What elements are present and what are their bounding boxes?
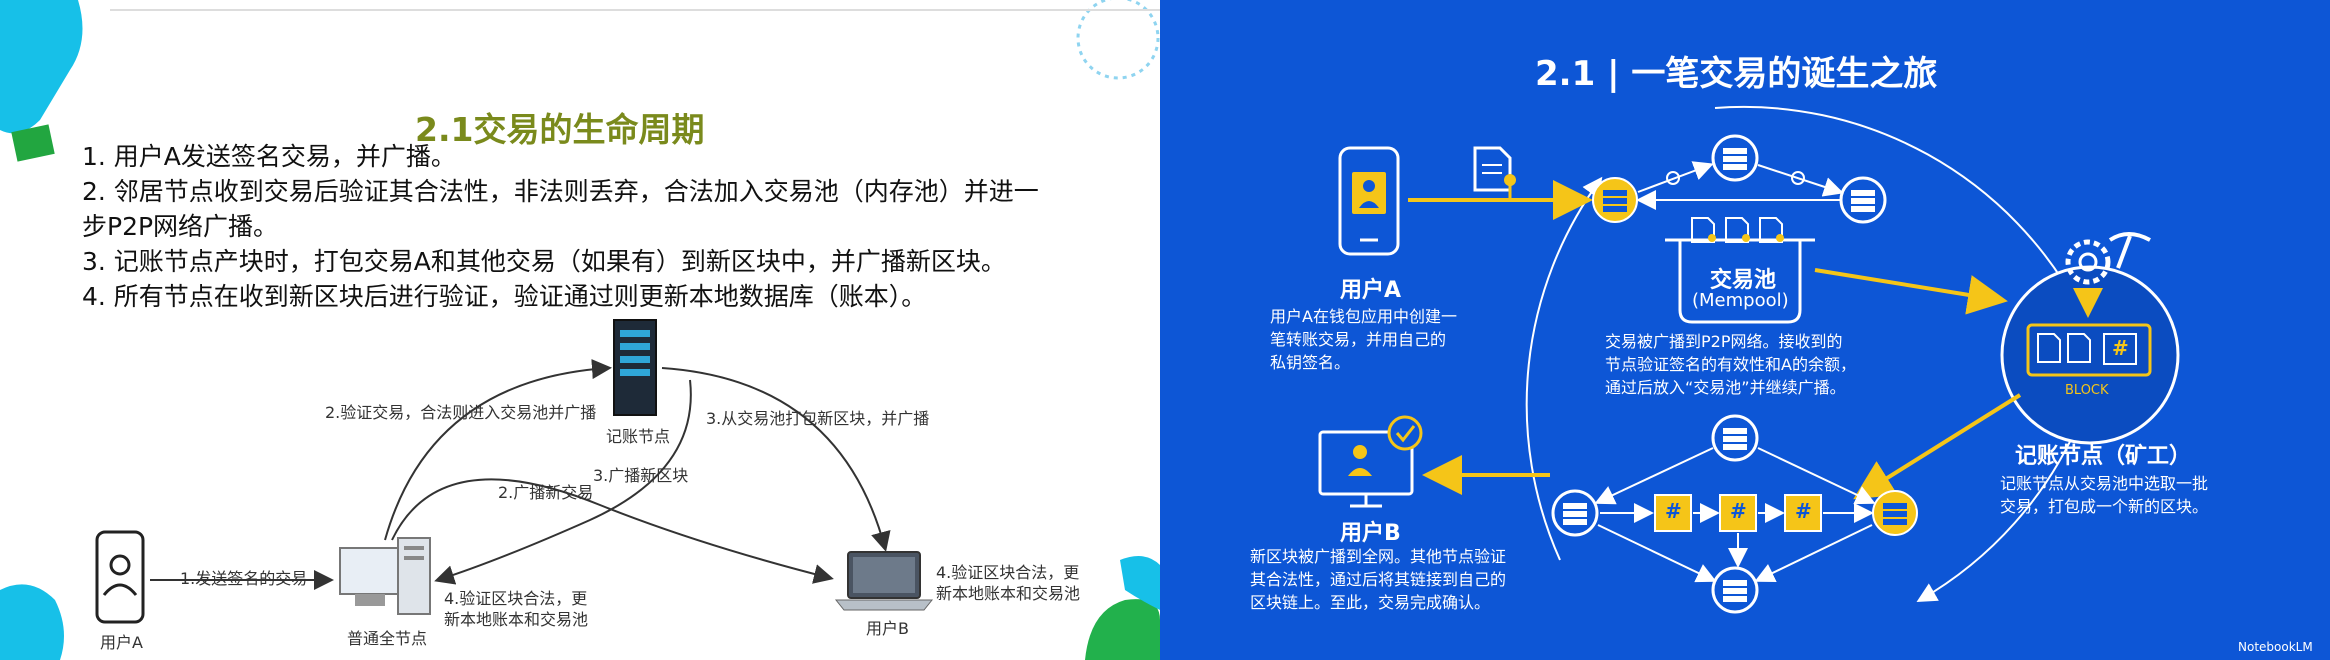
edge-broadcast-tx xyxy=(391,478,834,584)
chain-block-2-symbol: # xyxy=(1730,499,1747,523)
slide-title: 2.1交易的生命周期 xyxy=(415,110,705,149)
chain-block-3 xyxy=(1784,494,1822,532)
gear-icon xyxy=(2065,239,2111,285)
slide-title: 2.1 | 一笔交易的诞生之旅 xyxy=(1535,54,1938,94)
green-square-top-left xyxy=(11,124,55,162)
chain-block-3-symbol: # xyxy=(1795,499,1812,523)
block-hash-symbol: # xyxy=(2112,336,2129,360)
miner-desc-2: 交易，打包成一个新的区块。 xyxy=(2000,497,2209,516)
step-2-continued: 步P2P网络广播。 xyxy=(82,212,279,241)
laptop-icon xyxy=(834,551,934,611)
lifecycle-diagram xyxy=(95,319,934,624)
mempool-desc-3: 通过后放入“交易池”并继续广播。 xyxy=(1605,378,1846,397)
server-rack-icon xyxy=(613,319,657,416)
left-slide: 2.1交易的生命周期 1. 用户A发送签名交易，并广播。 2. 邻居节点收到交易… xyxy=(0,0,1160,660)
user-b-desc-1: 新区块被广播到全网。其他节点验证 xyxy=(1250,547,1507,566)
user-a-desc-1: 用户A在钱包应用中创建一 xyxy=(1270,307,1457,326)
phone-icon xyxy=(95,530,145,624)
node-icon-chain-bottom xyxy=(1711,566,1759,614)
cyan-blob-top-left xyxy=(0,0,83,134)
arrow-pool-to-miner xyxy=(1814,268,2008,315)
block-package-icon xyxy=(2026,323,2152,377)
arrow-miner-to-chain xyxy=(1853,393,2022,500)
cyan-blob-bottom-right xyxy=(1120,556,1160,610)
node-icon-chain-left xyxy=(1551,489,1599,537)
mempool-desc-1: 交易被广播到P2P网络。接收到的 xyxy=(1605,332,1843,351)
miner-desc-1: 记账节点从交易池中选取一批 xyxy=(2000,474,2209,493)
step-3: 3. 记账节点产块时，打包交易A和其他交易（如果有）到新区块中，并广播新区块。 xyxy=(82,247,1006,276)
flow-arc-bottom-right xyxy=(1916,419,2081,602)
edge-broadcast-block-label: 3.广播新区块 xyxy=(593,466,689,485)
checkmark-icon xyxy=(1387,415,1423,451)
user-a-label: 用户A xyxy=(100,633,143,652)
user-b-label: 用户B xyxy=(866,619,909,638)
user-b-desc-2: 其合法性，通过后将其链接到自己的 xyxy=(1250,570,1507,589)
green-blob-bottom-right xyxy=(1085,599,1160,660)
mempool-subtitle: (Mempool) xyxy=(1692,290,1789,311)
edge-node-top xyxy=(1637,161,1714,193)
signed-document-icon xyxy=(1473,146,1516,198)
chain-block-2 xyxy=(1719,494,1757,532)
flow-arc-top-right xyxy=(1714,105,2082,314)
step-4: 4. 所有节点在收到新区块后进行验证，验证通过则更新本地数据库（账本）。 xyxy=(82,282,927,311)
mempool-title: 交易池 xyxy=(1710,268,1777,293)
node-icon-right xyxy=(1839,176,1887,224)
edge-chain-bottom-right xyxy=(1754,524,1873,583)
user-b-verify-label-2: 新本地账本和交易池 xyxy=(936,584,1081,603)
node-icon-chain-top xyxy=(1711,414,1759,462)
node-icon-chain-right xyxy=(1872,490,1918,536)
step-2: 2. 邻居节点收到交易后验证其合法性，非法则丢弃，合法加入交易池（内存池）并进一 xyxy=(82,177,1039,206)
step-1: 1. 用户A发送签名交易，并广播。 xyxy=(82,142,456,171)
chain-block-1-symbol: # xyxy=(1665,499,1682,523)
mempool-desc-2: 节点验证签名的有效性和A的余额， xyxy=(1605,355,1856,374)
user-b-desc-3: 区块链上。至此，交易完成确认。 xyxy=(1250,593,1491,612)
edge-chain-top-right xyxy=(1757,447,1876,505)
user-a-desc-2: 笔转账交易，并用自己的 xyxy=(1270,330,1447,349)
edge-broadcast-tx-label: 2.广播新交易 xyxy=(498,483,594,502)
block-label: BLOCK xyxy=(2065,383,2109,398)
full-node-computer-icon xyxy=(339,537,431,615)
monitor-icon xyxy=(1318,430,1414,508)
left-decorations xyxy=(0,0,1160,660)
transaction-journey-diagram xyxy=(1318,105,2180,614)
notebooklm-watermark: NotebookLM xyxy=(2238,640,2313,654)
edge-verify-label: 2.验证交易，合法则进入交易池并广播 xyxy=(325,403,597,422)
phone-icon xyxy=(1338,146,1400,256)
dotted-circle-top-right xyxy=(1076,0,1160,80)
edge-send-label: 1.发送签名的交易 xyxy=(180,569,308,588)
user-a-title: 用户A xyxy=(1340,278,1402,303)
pickaxe-icon xyxy=(2108,232,2151,269)
edge-node-right xyxy=(1757,164,1844,197)
miner-title: 记账节点（矿工） xyxy=(2015,444,2192,469)
mempool-pool-icon xyxy=(1665,217,1815,324)
edge-verify-tx xyxy=(384,359,612,541)
flow-arc-left xyxy=(1525,176,1603,561)
edge-chain-bottom-left xyxy=(1597,524,1717,583)
node-icon-entry xyxy=(1592,177,1638,223)
edge-broadcast-block xyxy=(434,379,692,585)
edge-pack-block xyxy=(661,367,891,552)
edge-chain-top-left xyxy=(1594,447,1714,505)
user-b-verify-label-1: 4.验证区块合法，更 xyxy=(936,563,1080,582)
chain-block-1 xyxy=(1654,494,1692,532)
full-node-verify-label-2: 新本地账本和交易池 xyxy=(444,610,589,629)
node-icon-top xyxy=(1711,134,1759,182)
cyan-blob-bottom-left xyxy=(0,584,64,660)
user-b-title: 用户B xyxy=(1340,521,1401,546)
edge-pack-label: 3.从交易池打包新区块，并广播 xyxy=(706,409,930,428)
right-slide: 2.1 | 一笔交易的诞生之旅 用户A 用户A在钱包应用中创建一 笔转账交易，并… xyxy=(1160,0,2330,660)
miner-label: 记账节点 xyxy=(606,427,671,446)
user-a-desc-3: 私钥签名。 xyxy=(1270,353,1351,372)
full-node-verify-label-1: 4.验证区块合法，更 xyxy=(444,589,588,608)
full-node-label: 普通全节点 xyxy=(347,629,428,648)
